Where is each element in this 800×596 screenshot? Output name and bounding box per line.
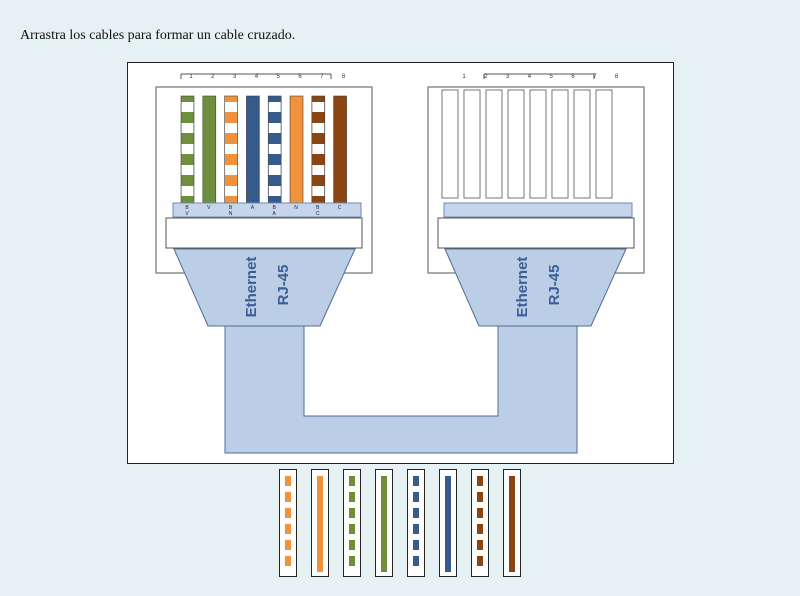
left-wire-stripe — [181, 165, 194, 175]
left-wire-stripe — [268, 102, 281, 112]
left-pin-letter: C — [338, 205, 342, 211]
wire-color-strip — [349, 476, 355, 572]
right-pin-number: 4 — [528, 74, 532, 80]
instruction-text: Arrastra los cables para formar un cable… — [20, 28, 296, 43]
left-wire-stripe — [225, 144, 238, 154]
left-wire-stripe — [181, 102, 194, 112]
left-wire-4 — [246, 95, 260, 205]
left-wire-body — [333, 95, 347, 205]
left-wire-7 — [311, 95, 326, 205]
left-pin-number: 3 — [233, 74, 237, 80]
left-wire-stripe — [225, 123, 238, 133]
right-connector-label-rj45: RJ-45 — [546, 265, 563, 306]
left-wire-stripe — [312, 165, 325, 175]
left-pin-letter: A — [251, 205, 255, 211]
right-wire-slot-2[interactable] — [463, 89, 481, 199]
left-wire-6 — [289, 95, 304, 205]
left-wire-stripe — [225, 186, 238, 196]
right-wire-slot-5[interactable] — [529, 89, 547, 199]
left-connector-boot — [173, 248, 356, 327]
left-wire-stripe — [268, 144, 281, 154]
wire-brown[interactable] — [503, 469, 521, 577]
right-pin-number: 3 — [506, 74, 510, 80]
left-wire-stripe — [268, 186, 281, 196]
right-connector-label-ethernet: Ethernet — [514, 257, 531, 318]
wire-color-strip — [317, 476, 323, 572]
wire-white-blue[interactable] — [407, 469, 425, 577]
left-wire-stripe — [268, 123, 281, 133]
left-pin-number: 6 — [298, 74, 302, 80]
left-connector-label-rj45: RJ-45 — [275, 265, 292, 306]
left-pin-number: 2 — [211, 74, 215, 80]
left-wire-stripe — [312, 186, 325, 196]
wire-white-green[interactable] — [343, 469, 361, 577]
right-pin-number: 7 — [593, 74, 597, 80]
wire-tray — [0, 469, 800, 581]
left-wire-5 — [267, 95, 282, 205]
left-pin-number: 1 — [189, 74, 193, 80]
wire-color-strip — [445, 476, 451, 572]
left-wire-3 — [224, 95, 238, 205]
right-wire-slot-6[interactable] — [551, 89, 569, 199]
right-wire-slot-4[interactable] — [507, 89, 525, 199]
left-pin-number: 4 — [255, 74, 259, 80]
left-wire-stripe — [225, 165, 238, 175]
cable-body — [224, 324, 578, 454]
left-wire-stripe — [312, 144, 325, 154]
right-pin-label-strip — [443, 202, 633, 218]
right-wire-slot-1[interactable] — [441, 89, 459, 199]
left-wire-8 — [333, 95, 347, 205]
right-connector: 1 2 3 4 5 6 7 8 Ethernet RJ-45 — [427, 73, 645, 327]
left-pin-number: 7 — [320, 74, 324, 80]
right-connector-latch — [437, 217, 635, 249]
right-wire-slot-7[interactable] — [573, 89, 591, 199]
wire-white-orange[interactable] — [279, 469, 297, 577]
right-connector-boot — [444, 248, 627, 327]
left-wire-body — [289, 95, 304, 205]
left-wire-stripe — [181, 123, 194, 133]
wire-color-strip — [285, 476, 291, 572]
right-pin-number: 5 — [550, 74, 554, 80]
right-wire-slot-3[interactable] — [485, 89, 503, 199]
right-pin-number: 6 — [571, 74, 575, 80]
left-wire-body — [246, 95, 260, 205]
left-pin-number: 8 — [342, 74, 346, 80]
left-wire-stripe — [181, 186, 194, 196]
wire-color-strip — [413, 476, 419, 572]
wire-color-strip — [477, 476, 483, 572]
left-wire-2 — [202, 95, 217, 205]
left-wire-stripe — [225, 102, 238, 112]
right-pin-number: 1 — [462, 74, 466, 80]
left-wire-1 — [180, 95, 195, 205]
left-connector-latch — [165, 217, 363, 249]
left-wire-stripe — [181, 144, 194, 154]
left-wire-stripe — [312, 102, 325, 112]
left-pin-letter: V — [207, 205, 211, 211]
right-pin-number: 2 — [484, 74, 488, 80]
wire-green[interactable] — [375, 469, 393, 577]
wire-orange[interactable] — [311, 469, 329, 577]
left-wire-stripe — [268, 165, 281, 175]
left-wire-stripe — [312, 123, 325, 133]
left-wire-body — [202, 95, 217, 205]
wire-color-strip — [381, 476, 387, 572]
left-pin-letter: N — [294, 205, 298, 211]
wire-color-strip — [509, 476, 515, 572]
right-pin-number: 8 — [615, 74, 619, 80]
left-connector-label-ethernet: Ethernet — [243, 257, 260, 318]
right-wire-slot-8[interactable] — [595, 89, 613, 199]
left-pin-label-strip — [172, 202, 362, 218]
wire-blue[interactable] — [439, 469, 457, 577]
wire-white-brown[interactable] — [471, 469, 489, 577]
left-pin-number: 5 — [277, 74, 281, 80]
